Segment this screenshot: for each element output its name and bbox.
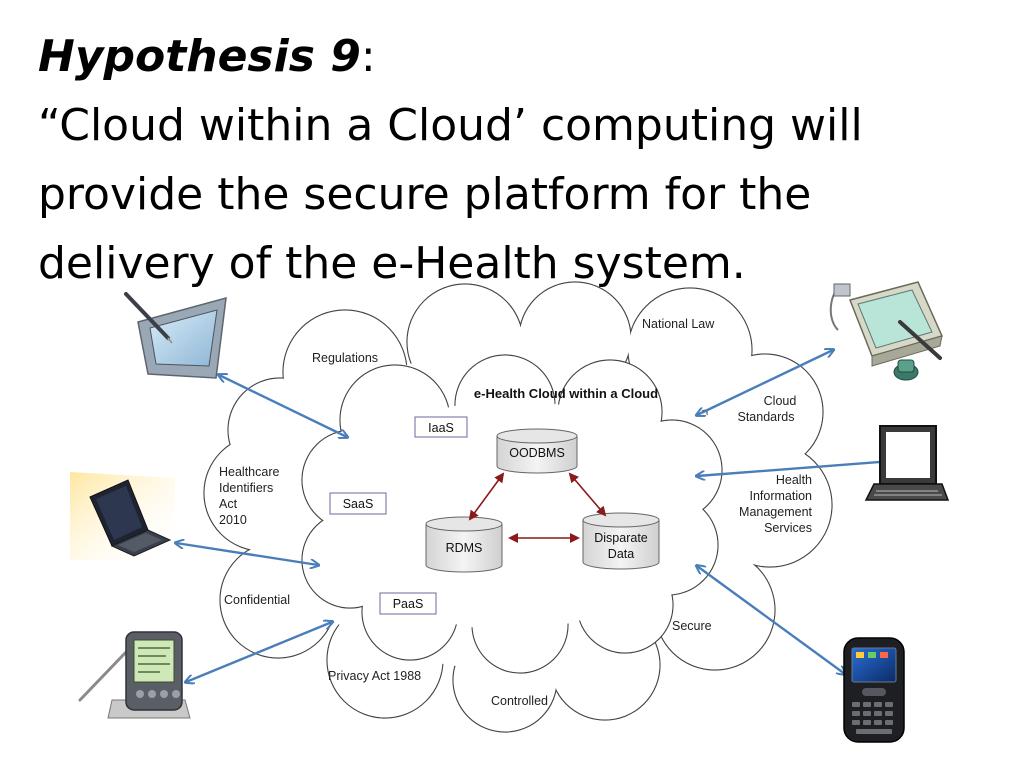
slide-title: Hypothesis 9: “Cloud within a Cloud’ com… (38, 22, 998, 298)
service-saas-label: SaaS (343, 497, 374, 511)
title-line-1: “Cloud within a Cloud’ computing will (38, 100, 863, 151)
title-line-hypothesis: Hypothesis 9: (38, 22, 998, 91)
service-iaas-label: IaaS (428, 421, 454, 435)
db-oodbms: OODBMS (496, 428, 578, 474)
arrow-smartphone (697, 566, 845, 674)
arrow-pda (186, 622, 332, 682)
label-healthcare-1: Healthcare (219, 465, 279, 479)
service-saas: SaaS (329, 492, 387, 515)
arrow-oodbms-rdms (468, 472, 505, 521)
label-healthcare-4: 2010 (219, 513, 247, 527)
db-disparate-label-2: Data (608, 547, 634, 561)
arrow-desktop (697, 461, 893, 476)
label-health-info-1: Health (776, 473, 812, 487)
arrow-oodbms-disparate (568, 472, 607, 517)
label-confidential: Confidential (224, 593, 290, 607)
label-cloud-standards-2: Standards (738, 410, 795, 424)
title-line-2: provide the secure platform for the (38, 169, 812, 220)
label-secure: Secure (672, 619, 712, 633)
tablet-icon (124, 292, 227, 379)
db-disparate-label-1: Disparate (594, 531, 648, 545)
label-regulations: Regulations (312, 351, 378, 365)
arrow-laptop (176, 543, 318, 565)
device-connectors (176, 350, 893, 682)
service-paas: PaaS (379, 592, 437, 615)
service-iaas: IaaS (414, 416, 468, 438)
smartphone-icon (843, 637, 905, 743)
label-controlled: Controlled (491, 694, 548, 708)
inner-cloud-title: e-Health Cloud within a Cloud (474, 386, 658, 401)
db-disparate-data: Disparate Data (582, 512, 660, 570)
db-rdms-label: RDMS (446, 541, 483, 555)
label-cloud-standards-1: Cloud (764, 394, 797, 408)
db-rdms: RDMS (425, 516, 503, 573)
hypothesis-colon: : (360, 31, 376, 82)
label-healthcare-2: Identifiers (219, 481, 273, 495)
label-national-law: National Law (642, 317, 715, 331)
label-health-info-4: Services (764, 521, 812, 535)
pda-icon (78, 631, 191, 719)
service-paas-label: PaaS (393, 597, 424, 611)
label-health-info-2: Information (749, 489, 812, 503)
db-oodbms-label: OODBMS (509, 446, 565, 460)
arrow-tablet (219, 375, 347, 437)
label-privacy-act: Privacy Act 1988 (328, 669, 421, 683)
laptop-icon (70, 472, 175, 560)
title-line-3: delivery of the e-Health system. (38, 238, 746, 289)
arrow-graphics-tablet (697, 350, 833, 415)
graphics-tablet-icon (829, 281, 944, 381)
label-health-info-3: Management (739, 505, 812, 519)
desktop-monitor-icon (864, 425, 950, 501)
db-connectors (468, 472, 607, 543)
label-healthcare-3: Act (219, 497, 238, 511)
hypothesis-label: Hypothesis 9 (38, 31, 361, 82)
